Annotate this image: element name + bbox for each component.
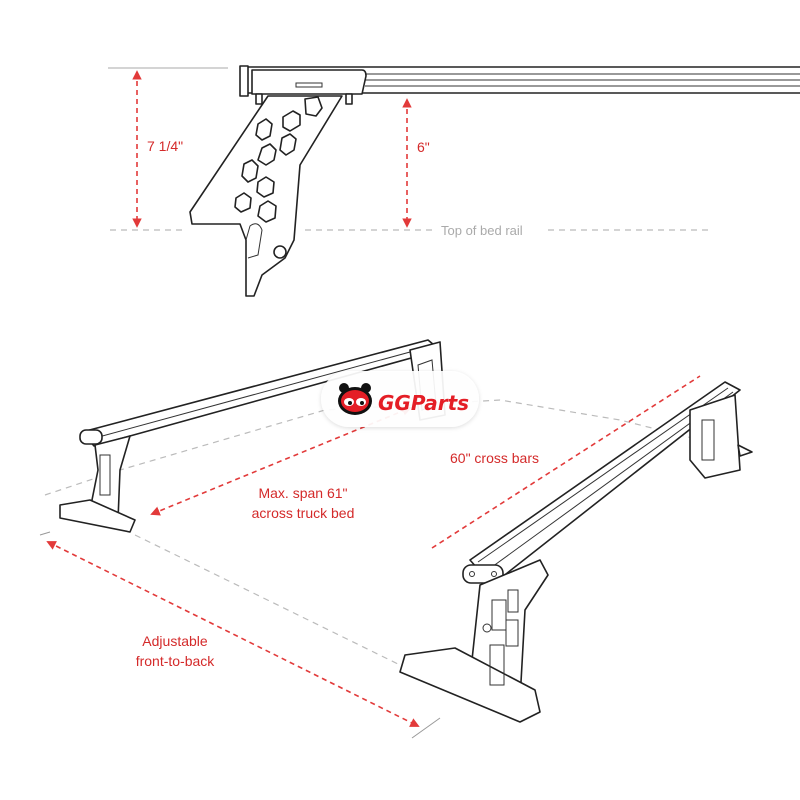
front-left-foot	[399, 647, 541, 723]
height-label: 7 1/4"	[147, 138, 183, 154]
max-span-label: Max. span 61"	[258, 485, 347, 501]
hex-cutouts	[234, 96, 323, 223]
rear-left-foot	[59, 499, 136, 533]
bed-rail-label: Top of bed rail	[441, 223, 523, 238]
max-span-arrow	[150, 406, 412, 516]
bolt-right	[345, 93, 353, 105]
rear-bar-end-cap	[79, 429, 103, 445]
mount-hole	[273, 245, 287, 259]
bolt-left	[255, 93, 263, 105]
tower-cutouts	[482, 589, 519, 686]
front-to-back-label: front-to-back	[136, 653, 216, 669]
logo-text: GGParts	[378, 391, 469, 415]
clearance-label: 6"	[417, 139, 430, 155]
cross-bar-length-line	[431, 375, 701, 549]
mascot-logo-icon	[338, 383, 372, 415]
across-bed-label: across truck bed	[252, 505, 355, 521]
adjustable-label: Adjustable	[142, 633, 208, 649]
rack-assembly-view: 60" cross bars Max. span 61" across truc…	[39, 339, 753, 739]
adjustable-arrow	[46, 541, 420, 727]
bracket-detail-view: 7 1/4" 6" Top of bed rail	[108, 65, 800, 297]
cross-bars-label: 60" cross bars	[450, 450, 539, 466]
mount-plate	[251, 69, 367, 95]
rail-end-cap	[239, 65, 249, 97]
front-right-tower	[689, 394, 741, 479]
ggparts-watermark: GGParts	[321, 371, 479, 427]
